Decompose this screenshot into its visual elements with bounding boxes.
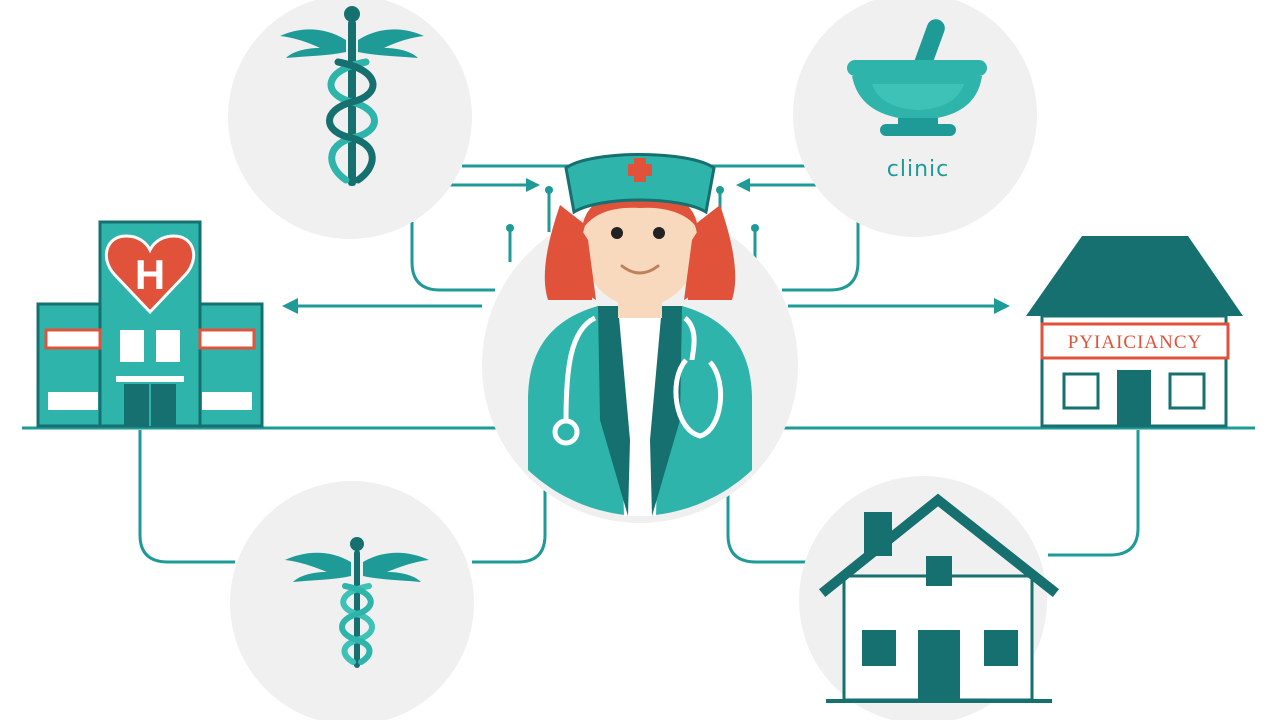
arrowheads <box>282 178 1010 314</box>
dot-1 <box>545 186 553 194</box>
loop-bottom-right-outer <box>1048 430 1140 557</box>
hospital-building-icon: H <box>36 220 264 428</box>
loop-top-right <box>782 222 860 292</box>
mortar-pestle-icon: clinic <box>847 19 987 182</box>
arrowhead-right <box>994 298 1010 314</box>
clinic-label: clinic <box>887 157 949 182</box>
hospital-heart-sign <box>104 234 196 315</box>
loop-bottom-left-inner <box>472 485 547 564</box>
caduceus-icon <box>285 537 429 668</box>
nurse-avatar-icon <box>528 153 752 516</box>
arrowhead-left <box>282 298 298 314</box>
dot-2 <box>506 224 514 232</box>
pharmacy-building-icon: PYIAICIANCY <box>1026 236 1243 428</box>
connectors <box>22 164 1255 564</box>
arrowhead-top-right <box>736 178 750 192</box>
bubble-bottom-left <box>230 481 474 720</box>
home-icon <box>818 493 1060 703</box>
caduceus-icon <box>280 6 424 186</box>
loop-top-left <box>410 222 495 292</box>
dot-3 <box>716 186 724 194</box>
hospital-sign-label: H <box>135 251 165 298</box>
loop-bottom-left-outer <box>138 430 235 564</box>
arrowhead-top-left <box>526 178 540 192</box>
loop-bottom-right-inner <box>726 490 808 564</box>
pharmacy-sign-label: PYIAICIANCY <box>1068 332 1203 353</box>
dot-4 <box>751 224 759 232</box>
